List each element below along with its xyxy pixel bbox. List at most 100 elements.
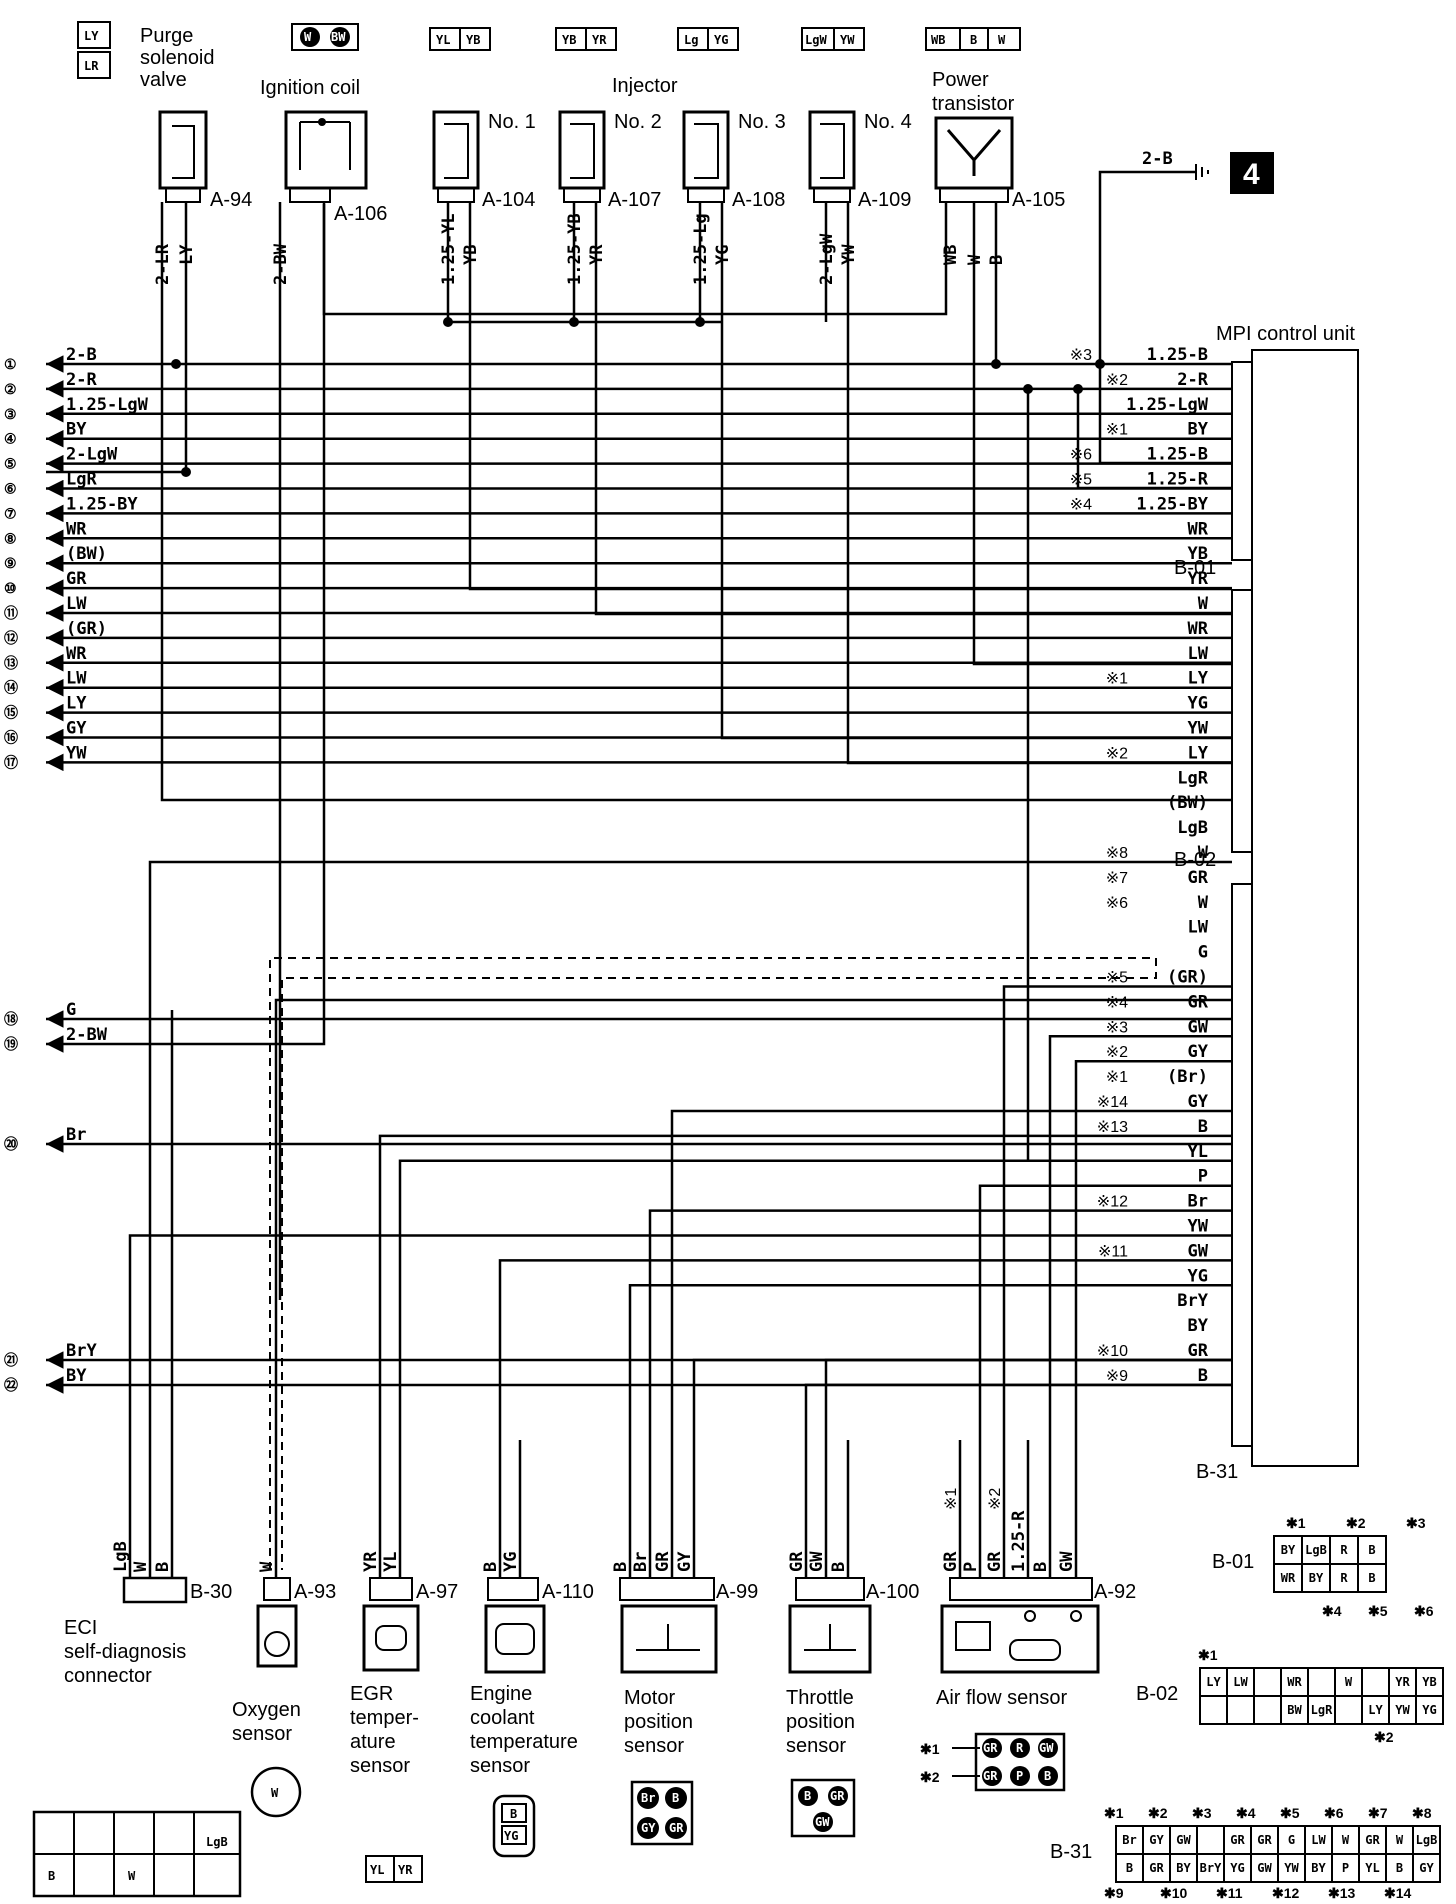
ecu-pin-label: (GR) (1167, 968, 1208, 988)
ecu-pin-label: LW (1188, 644, 1209, 664)
oxygen-sensor: A-93 Oxygen sensor (232, 1577, 336, 1745)
bottom-wire-label: GR (985, 1551, 1005, 1572)
ecu-pin-mark: ※4 (1070, 496, 1092, 513)
splice-dot (1073, 384, 1083, 394)
left-wire-label: 2-B (66, 345, 97, 365)
bottom-wire-label: GW (807, 1551, 827, 1572)
left-wire-label: BrY (66, 1341, 97, 1361)
ecu-pin-label: 1.25-LgW (1126, 395, 1209, 415)
pin-cell (1253, 1695, 1282, 1725)
pin-mark: ✱2 (1148, 1805, 1168, 1821)
svg-text:B-31: B-31 (1050, 1841, 1092, 1863)
svg-text:connector: connector (64, 1665, 152, 1687)
svg-text:W: W (304, 30, 312, 44)
ecu-pin-mark: ※11 (1098, 1243, 1128, 1260)
pin-label: GR (1230, 1833, 1245, 1847)
pin-label: BY (1176, 1861, 1191, 1875)
svg-text:position: position (786, 1711, 855, 1733)
ecu-pin-label: 1.25-R (1147, 470, 1209, 490)
svg-text:YB: YB (466, 33, 480, 47)
ecu-pin-label: B (1198, 1117, 1208, 1137)
ecu-pin-label: LgR (1177, 768, 1208, 788)
svg-text:No. 3: No. 3 (738, 111, 786, 133)
svg-text:sensor: sensor (232, 1723, 292, 1745)
injector4-connector-face: LgW YW (801, 27, 865, 51)
svg-text:YR: YR (398, 1863, 413, 1877)
injector2-body: No. 2 A-107 (558, 110, 662, 211)
pin-mark: ✱6 (1324, 1805, 1344, 1821)
left-wire-label: LW (66, 594, 87, 614)
bottom-wire-label: GR (941, 1551, 961, 1572)
ecu-pin-label: BY (1188, 420, 1209, 440)
bottom-wire-mark: ※1 (943, 1488, 960, 1510)
svg-text:LgW: LgW (805, 33, 827, 47)
left-terminal-number: ⑲ (4, 1036, 18, 1052)
wire (148, 860, 1232, 1578)
ground-connection: 2-B (1098, 149, 1209, 364)
bottom-wire-label: B (153, 1562, 173, 1572)
ecu-pin-mark: ※12 (1097, 1194, 1128, 1211)
pin-label: W (1342, 1833, 1350, 1847)
eci-connector-face: LgB B W (32, 1810, 242, 1898)
svg-text:W: W (128, 1869, 136, 1883)
left-wire-label: 1.25-BY (66, 494, 138, 514)
pin-mark: ✱4 (1236, 1805, 1256, 1821)
svg-text:A-97: A-97 (416, 1581, 458, 1603)
left-wire-label: BY (66, 1366, 87, 1386)
svg-text:A-108: A-108 (732, 189, 785, 211)
injector1-body: No. 1 A-104 (432, 110, 536, 211)
svg-text:GR: GR (983, 1769, 998, 1783)
ecu-pin-mark: ※14 (1097, 1094, 1128, 1111)
harness-wires (46, 202, 1232, 1578)
ecu-pin-label: YG (1188, 1266, 1208, 1286)
svg-text:B: B (970, 33, 977, 47)
left-terminal-number: ⑩ (4, 580, 17, 596)
motor-connector-face: Br B GY GR (630, 1780, 694, 1846)
ecu-pin-label: WR (1188, 519, 1209, 539)
svg-text:GR: GR (983, 1741, 998, 1755)
ecu-pin-label: GW (1188, 1017, 1209, 1037)
svg-text:YL: YL (370, 1863, 384, 1877)
left-wire-label: (BW) (66, 544, 107, 564)
ecu-pin-label: LgB (1177, 818, 1208, 838)
pin-mark: ✱1 (1104, 1805, 1124, 1821)
pin-mark: ✱3 (1192, 1805, 1212, 1821)
left-wire-label: 2-R (66, 370, 97, 390)
svg-text:A-94: A-94 (210, 189, 252, 211)
ecu-pin-label: P (1198, 1167, 1208, 1187)
pin-label: Br (1122, 1833, 1136, 1847)
wire (648, 1209, 1232, 1578)
pin-label: BrY (1200, 1861, 1222, 1875)
bottom-wire-label: GW (1057, 1551, 1077, 1572)
ecu-pin-labels: 1.25-B※32-R※21.25-LgWBY※11.25-B※61.25-R※… (1070, 345, 1209, 1386)
pin-cell (1199, 1695, 1228, 1725)
pin-label: GW (1257, 1861, 1272, 1875)
svg-text:A-107: A-107 (608, 189, 661, 211)
svg-text:2-B: 2-B (1142, 149, 1173, 169)
airflow-connector-face: GR R GW GR P B ✱1 ✱2 (920, 1732, 1066, 1792)
ecu-pin-label: 2-R (1177, 370, 1208, 390)
svg-text:GY: GY (641, 1821, 656, 1835)
wire (378, 1134, 1232, 1578)
wire (398, 1159, 1232, 1578)
svg-text:temper-: temper- (350, 1707, 419, 1729)
ecu-pin-label: G (1198, 943, 1208, 963)
injector4-body: No. 4 A-109 (808, 110, 912, 211)
pin-label: LY (1206, 1675, 1221, 1689)
ignition-connector-face: W BW (291, 23, 359, 51)
svg-text:A-104: A-104 (482, 189, 535, 211)
left-wire-label: LgR (66, 470, 97, 490)
pin-label: W (1396, 1833, 1404, 1847)
left-wire-label: 1.25-LgW (66, 395, 149, 415)
bottom-wire-label: 1.25-R (1009, 1510, 1029, 1572)
page-reference-badge: 4 (1230, 152, 1274, 194)
injector1-connector-face: YL YB (429, 27, 491, 51)
left-terminal-number: ⑬ (4, 655, 18, 671)
ecu-pin-mark: ※8 (1106, 845, 1128, 862)
wire (128, 1234, 1232, 1578)
pin-label: LgB (1305, 1543, 1327, 1557)
injector3-connector-face: Lg YG (677, 27, 739, 51)
pin-label: LW (1233, 1675, 1248, 1689)
ecu-pin-label: W (1198, 843, 1209, 863)
